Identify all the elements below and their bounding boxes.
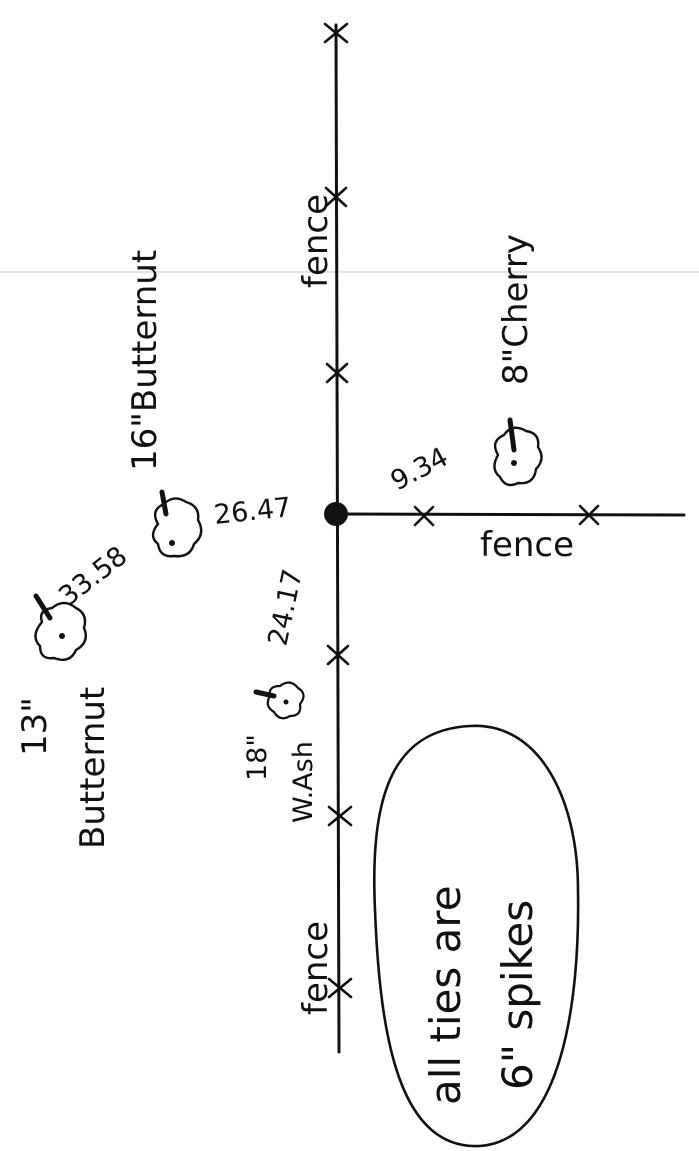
- note-line-1: all ties are: [421, 885, 470, 1105]
- tree-icon: [151, 489, 203, 558]
- measurement-cherry: 9.34: [386, 442, 454, 498]
- fence-label-right: fence: [480, 525, 574, 565]
- x-mark-icon: [323, 22, 349, 44]
- note-line-2: 6" spikes: [493, 900, 542, 1090]
- fence-line-horizontal: [334, 512, 686, 517]
- tree-icon: [253, 681, 305, 720]
- x-mark-icon: [327, 805, 353, 827]
- fence-line-vertical: [334, 23, 341, 1054]
- ash-name-label: W.Ash: [288, 741, 319, 823]
- tree-icon: [493, 417, 543, 487]
- ash-size-label: 18": [242, 734, 273, 781]
- cherry-label: 8"Cherry: [496, 234, 536, 385]
- corner-post-icon: [324, 502, 348, 526]
- x-mark-icon: [327, 977, 353, 999]
- measurement-butternut-16: 26.47: [212, 492, 292, 531]
- x-mark-icon: [578, 504, 600, 526]
- butternut-13-name-label: Butternut: [73, 687, 113, 849]
- butternut-13-size-label: 13": [15, 697, 55, 756]
- tree-icon: [33, 593, 87, 661]
- note-bubble: all ties are 6" spikes: [373, 724, 580, 1148]
- x-mark-icon: [324, 186, 348, 208]
- measurement-ash: 24.17: [263, 566, 309, 648]
- butternut-16-label: 16"Butternut: [125, 250, 165, 471]
- x-mark-icon: [326, 644, 350, 666]
- fence-label-top: fence: [296, 194, 336, 288]
- x-mark-icon: [413, 505, 435, 527]
- x-mark-icon: [325, 362, 349, 384]
- measurement-butternut-13: 33.58: [53, 540, 133, 612]
- fence-label-bottom: fence: [296, 921, 336, 1015]
